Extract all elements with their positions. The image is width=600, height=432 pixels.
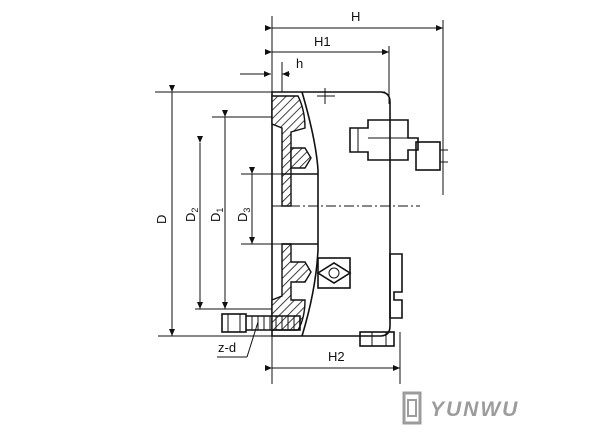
- dimension-D2: D2: [183, 136, 203, 309]
- label-h: h: [296, 56, 303, 71]
- dimension-H: H: [265, 9, 443, 31]
- label-H1: H1: [314, 34, 331, 49]
- dimension-h: h: [240, 56, 303, 92]
- dimension-D1: D1: [208, 110, 228, 309]
- dimension-H2: H2: [265, 349, 400, 371]
- label-D3: D3: [235, 208, 252, 222]
- dimension-D3: D3: [235, 167, 255, 244]
- logo-text: YUNWU: [430, 398, 519, 421]
- label-D: D: [154, 215, 169, 224]
- label-D1: D1: [208, 208, 225, 222]
- dimension-D: D: [154, 85, 175, 336]
- callout-z-d: z-d: [217, 321, 259, 358]
- label-H: H: [351, 9, 360, 24]
- label-z-d: z-d: [218, 340, 236, 355]
- chuck-body: [221, 88, 448, 347]
- yunwu-logo: YUNWU: [402, 391, 519, 425]
- label-H2: H2: [328, 349, 345, 364]
- dimension-H1: H1: [265, 34, 389, 55]
- label-D2: D2: [183, 208, 200, 222]
